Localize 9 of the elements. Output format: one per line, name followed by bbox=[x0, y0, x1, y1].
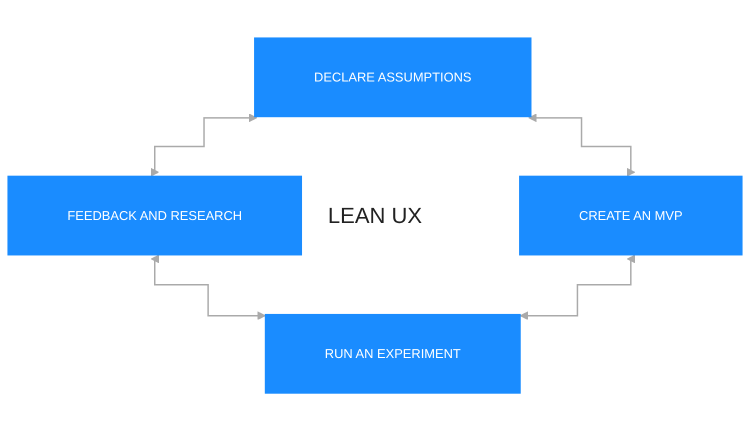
node-box: FEEDBACK AND RESEARCH bbox=[7, 176, 302, 256]
node-box: RUN AN EXPERIMENT bbox=[264, 314, 521, 394]
arrow bbox=[528, 114, 636, 177]
arrow bbox=[150, 255, 266, 320]
node-box: CREATE AN MVP bbox=[519, 176, 743, 256]
center-label: LEAN UX bbox=[328, 203, 422, 229]
node-box: DECLARE ASSUMPTIONS bbox=[254, 38, 532, 118]
arrow bbox=[520, 255, 636, 320]
arrow bbox=[150, 114, 258, 177]
